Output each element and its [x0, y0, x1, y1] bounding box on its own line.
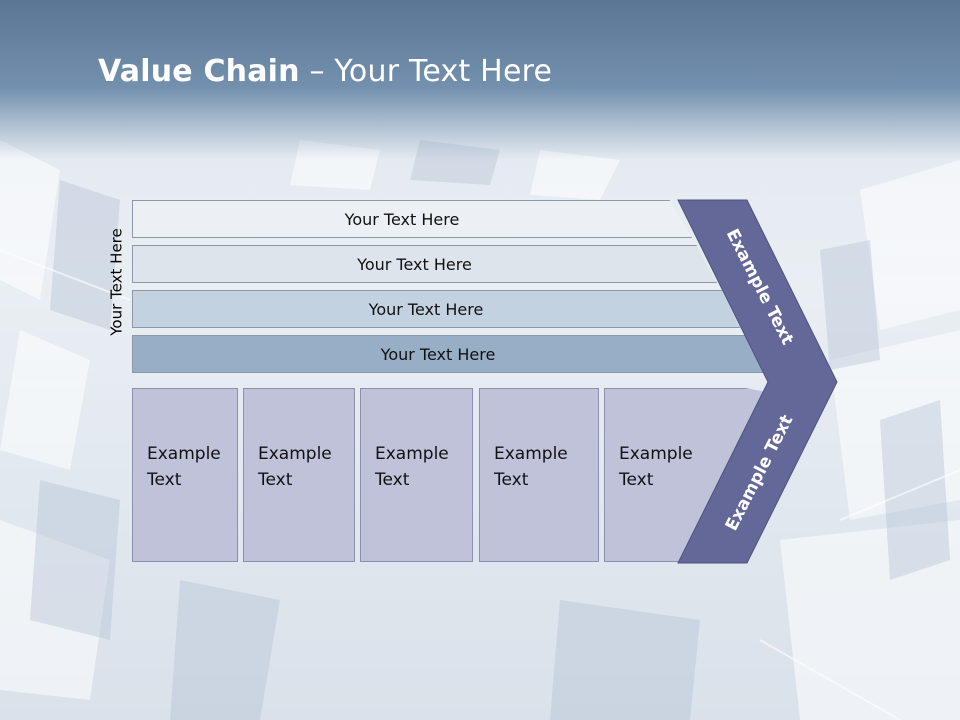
- side-label-text: Your Text Here: [108, 228, 126, 336]
- bar-4-label: Your Text Here: [380, 344, 496, 364]
- box-1-line2: Text: [147, 470, 182, 490]
- bar-4: Your Text Here: [132, 335, 764, 373]
- box-4-line2: Text: [494, 470, 529, 490]
- bar-3-label: Your Text Here: [368, 299, 484, 319]
- box-3-line2: Text: [375, 470, 410, 490]
- box-1-line1: Example: [147, 444, 221, 464]
- box-4-line1: Example: [494, 444, 568, 464]
- header-band: [0, 0, 960, 160]
- box-3-line1: Example: [375, 444, 449, 464]
- page-title: Value Chain – Your Text Here: [98, 54, 552, 89]
- box-5-line1: Example: [619, 444, 693, 464]
- bar-3: Your Text Here: [132, 290, 740, 328]
- side-label: Your Text Here: [100, 207, 134, 357]
- box-2-line2: Text: [258, 470, 293, 490]
- box-2-line1: Example: [258, 444, 332, 464]
- box-5-line2: Text: [619, 470, 654, 490]
- title-rest: – Your Text Here: [299, 54, 553, 89]
- title-strong: Value Chain: [98, 54, 300, 89]
- bar-1-label: Your Text Here: [344, 209, 460, 229]
- bar-2-label: Your Text Here: [357, 254, 472, 274]
- bar-2: Your Text Here: [132, 245, 717, 283]
- bar-1: Your Text Here: [132, 200, 692, 238]
